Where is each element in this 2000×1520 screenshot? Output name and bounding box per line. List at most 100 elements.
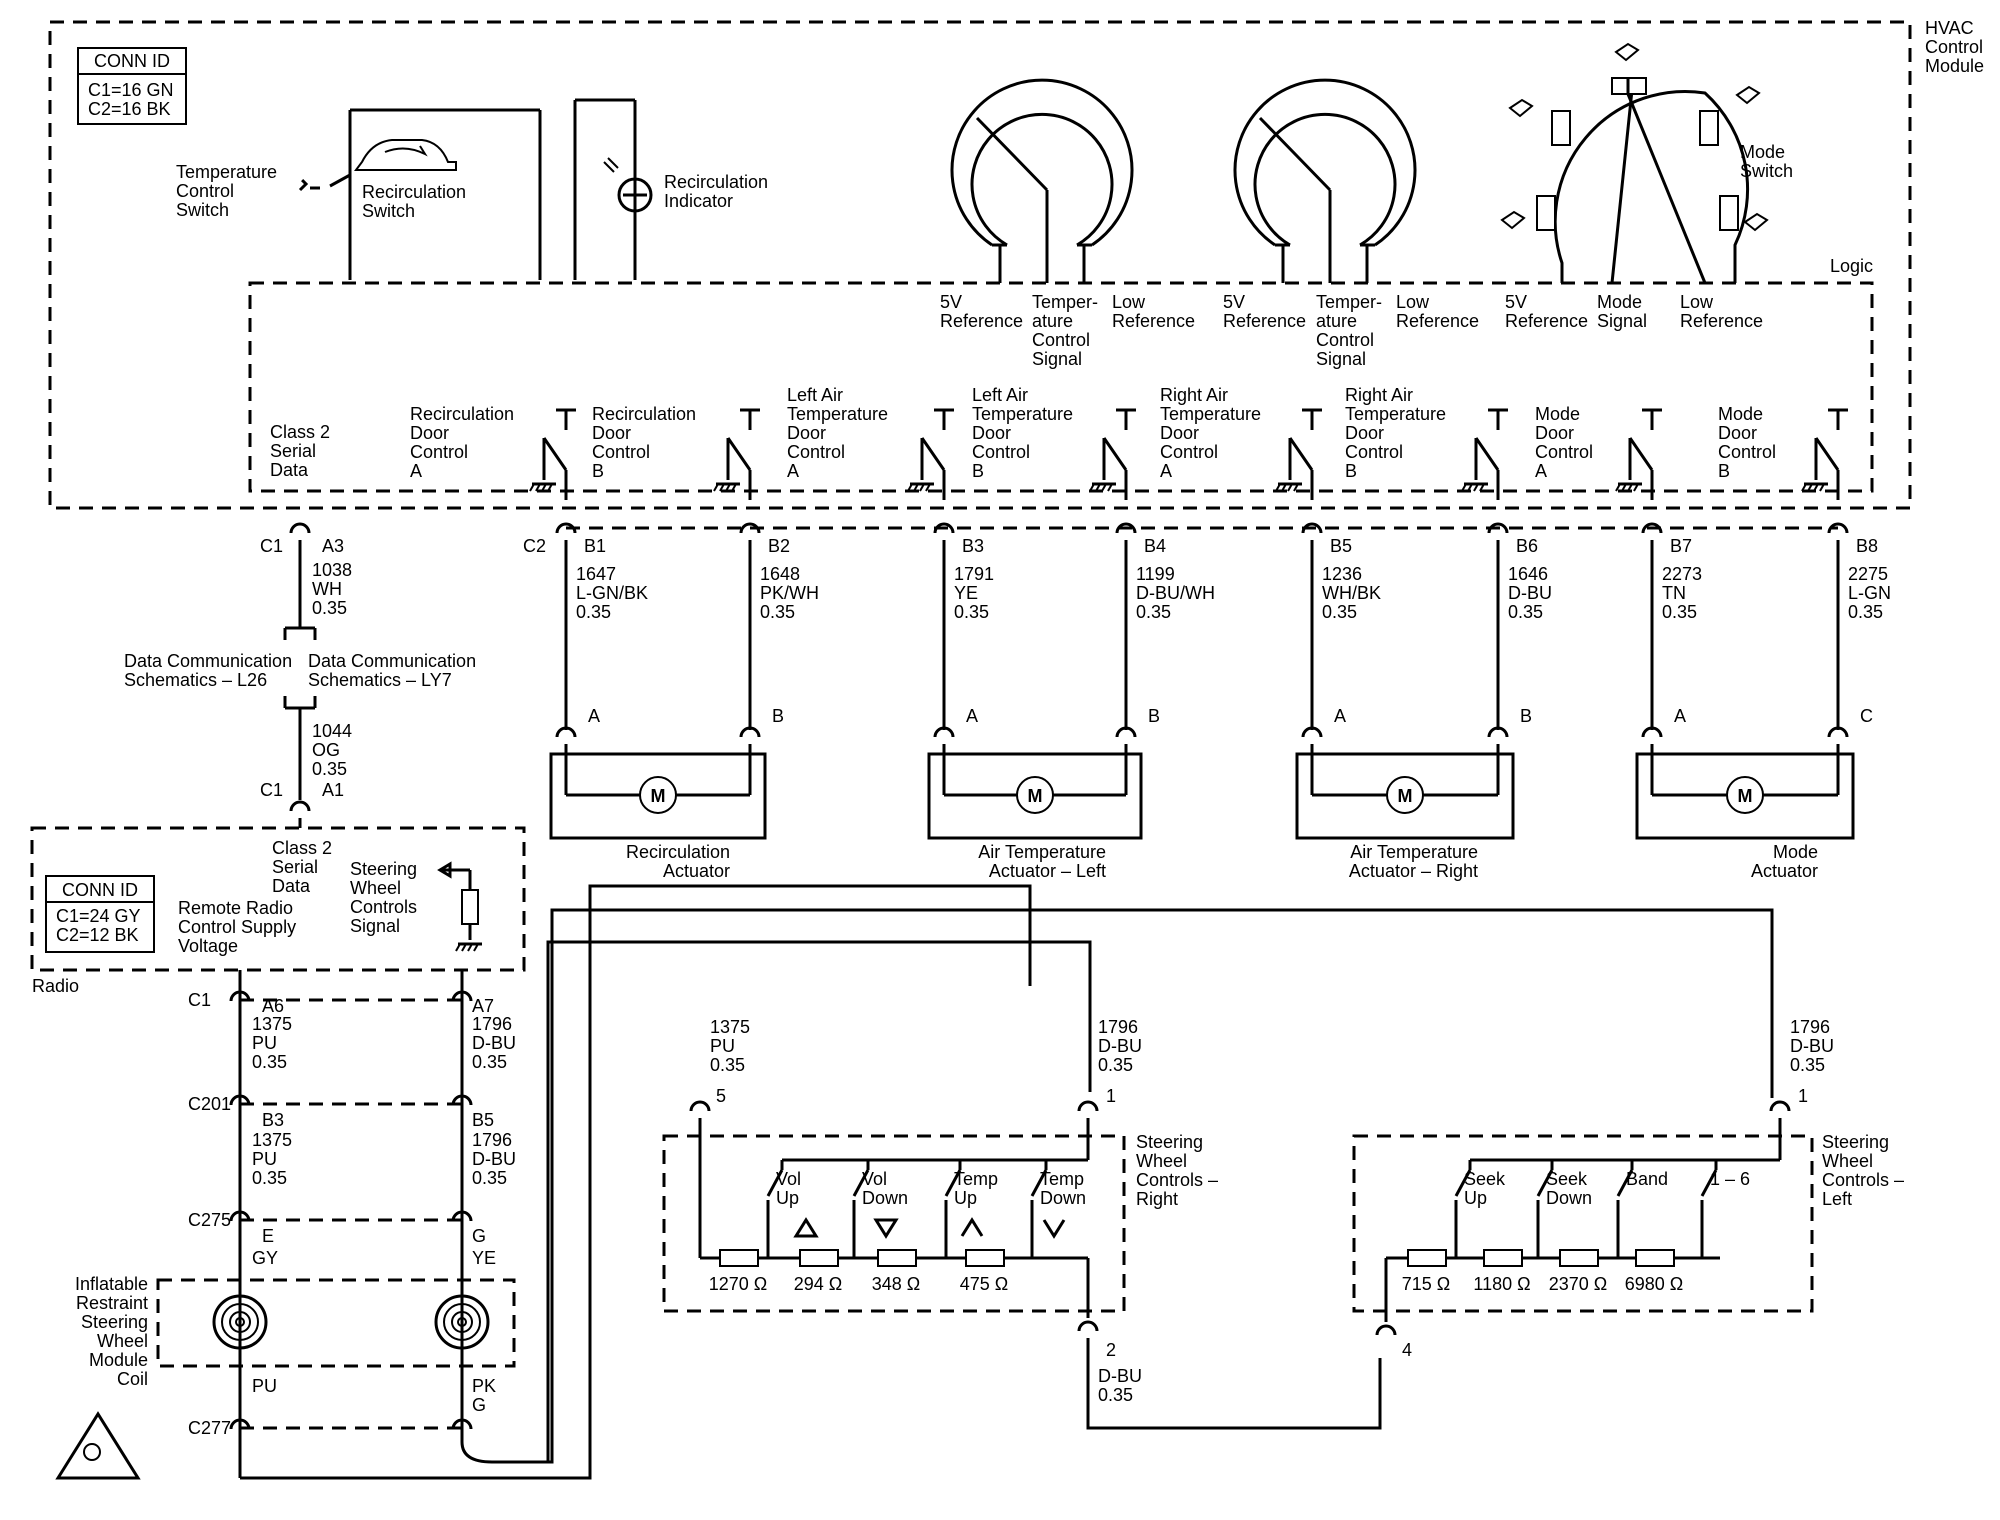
wire-gauge: 0.35 xyxy=(472,1052,507,1072)
logic-pin-label: ature xyxy=(1316,311,1357,331)
clockspring-coil-icon xyxy=(212,1294,268,1350)
connector-terminal xyxy=(451,990,473,1002)
actuator-name: Recirculation xyxy=(626,842,730,862)
wire-color: PU xyxy=(252,1149,277,1169)
ground-symbol xyxy=(1293,483,1299,492)
pullup-resistor xyxy=(461,889,479,925)
circuit-number: 1375 xyxy=(252,1130,292,1150)
door-control-label: B xyxy=(592,461,604,481)
swc-left-button-0: Seek xyxy=(1464,1169,1506,1189)
wire-color: YE xyxy=(954,583,978,603)
door-control-label: Temperature xyxy=(972,404,1073,424)
wire-color: D-BU xyxy=(472,1149,516,1169)
swc-right-label: Steering xyxy=(1136,1132,1203,1152)
circuit-number: 1796 xyxy=(472,1014,512,1034)
resistor-value: 6980 Ω xyxy=(1625,1274,1684,1294)
connector-terminal xyxy=(229,1210,251,1222)
actuator-housing xyxy=(1635,752,1855,840)
wire-color: D-BU xyxy=(1098,1366,1142,1386)
door-control-label: B xyxy=(972,461,984,481)
logic-pin-label: Reference xyxy=(1680,311,1763,331)
vent-mode-icon xyxy=(1735,85,1761,105)
ground-symbol xyxy=(719,483,725,492)
connector-terminal xyxy=(1827,522,1849,534)
wire-color: YE xyxy=(472,1248,496,1268)
pin-label: B3 xyxy=(962,536,984,556)
airbag-warning-icon xyxy=(83,1443,101,1461)
car-recirc-icon xyxy=(354,139,457,171)
actuator-housing xyxy=(927,752,1143,840)
door-control-label: Door xyxy=(1535,423,1574,443)
connector-terminal xyxy=(451,1210,473,1222)
pin-label: A1 xyxy=(322,780,344,800)
temp-up-icon xyxy=(960,1217,984,1237)
pin-label: B4 xyxy=(1144,536,1166,556)
wire-color: D-BU xyxy=(472,1033,516,1053)
connector-label: C1 xyxy=(188,990,211,1010)
door-control-label: Right Air xyxy=(1345,385,1413,405)
temperature-dial-icon xyxy=(1253,112,1397,247)
ground-symbol xyxy=(455,943,461,952)
temperature-dial-icon xyxy=(950,78,1134,247)
door-control-label: Mode xyxy=(1718,404,1763,424)
wire-color: PU xyxy=(252,1376,277,1396)
ground-symbol xyxy=(1813,483,1819,492)
temperature-dial-icon xyxy=(1233,78,1417,247)
dial-wiper xyxy=(975,116,1049,192)
actuator-name: Mode xyxy=(1773,842,1818,862)
swc-button-3: Down xyxy=(1040,1188,1086,1208)
door-control-label: A xyxy=(1535,461,1547,481)
logic-pin-label: ature xyxy=(1032,311,1073,331)
circuit-number: 1038 xyxy=(312,560,352,580)
swc-signal-label: Wheel xyxy=(350,878,401,898)
wire-gauge: 0.35 xyxy=(1662,602,1697,622)
mode-resistor xyxy=(1536,195,1556,231)
ground-symbol xyxy=(1107,483,1113,492)
ground-symbol xyxy=(1621,483,1627,492)
ground-symbol xyxy=(1615,483,1621,492)
ground-symbol xyxy=(1095,483,1101,492)
swc-right-label: Wheel xyxy=(1136,1151,1187,1171)
swc-button-3: Temp xyxy=(1040,1169,1084,1189)
resistor xyxy=(719,1249,759,1267)
data-communication-ref-ly7: Data Communication xyxy=(308,651,476,671)
pin-label: A7 xyxy=(472,996,494,1016)
door-control-label: Control xyxy=(410,442,468,462)
connector-terminal xyxy=(1375,1324,1397,1336)
door-control-label: Control xyxy=(972,442,1030,462)
ground-symbol xyxy=(925,483,931,492)
wire-1375-route xyxy=(240,884,1032,1480)
wire-dbu-return xyxy=(1086,1338,1382,1430)
logic-pin-label: Reference xyxy=(1505,311,1588,331)
circuit-number: 2275 xyxy=(1848,564,1888,584)
inflatable-restraint-coil-label: Module xyxy=(89,1350,148,1370)
switch-contact xyxy=(1814,437,1840,471)
circuit-number: 1791 xyxy=(954,564,994,584)
door-control-label: Control xyxy=(592,442,650,462)
connector-terminal xyxy=(933,522,955,534)
wire-gauge: 0.35 xyxy=(1322,602,1357,622)
motor-symbol: M xyxy=(1028,786,1043,806)
circuit-number: 1646 xyxy=(1508,564,1548,584)
door-control-label: Control xyxy=(787,442,845,462)
switch-contact xyxy=(852,1169,870,1197)
swc-button-2: Up xyxy=(954,1188,977,1208)
ground-symbol xyxy=(1089,483,1095,492)
switch-contact xyxy=(329,173,351,188)
ground-symbol xyxy=(1801,483,1807,492)
wire-color: PK xyxy=(472,1376,496,1396)
clockspring-coil-icon xyxy=(235,1317,245,1327)
ground-symbol xyxy=(1281,483,1287,492)
connector-terminal xyxy=(229,1094,251,1106)
steering-wheel-coil-boundary xyxy=(156,1278,516,1368)
wire-color: OG xyxy=(312,740,340,760)
logic-block-boundary xyxy=(248,281,1874,493)
circuit-number: 1647 xyxy=(576,564,616,584)
motor-icon xyxy=(1386,776,1424,814)
inflatable-restraint-coil-label: Restraint xyxy=(76,1293,148,1313)
remote-radio-supply-label: Control Supply xyxy=(178,917,296,937)
ground-symbol xyxy=(1473,483,1479,492)
pin-label: A xyxy=(1334,706,1346,726)
door-control-label: Control xyxy=(1535,442,1593,462)
